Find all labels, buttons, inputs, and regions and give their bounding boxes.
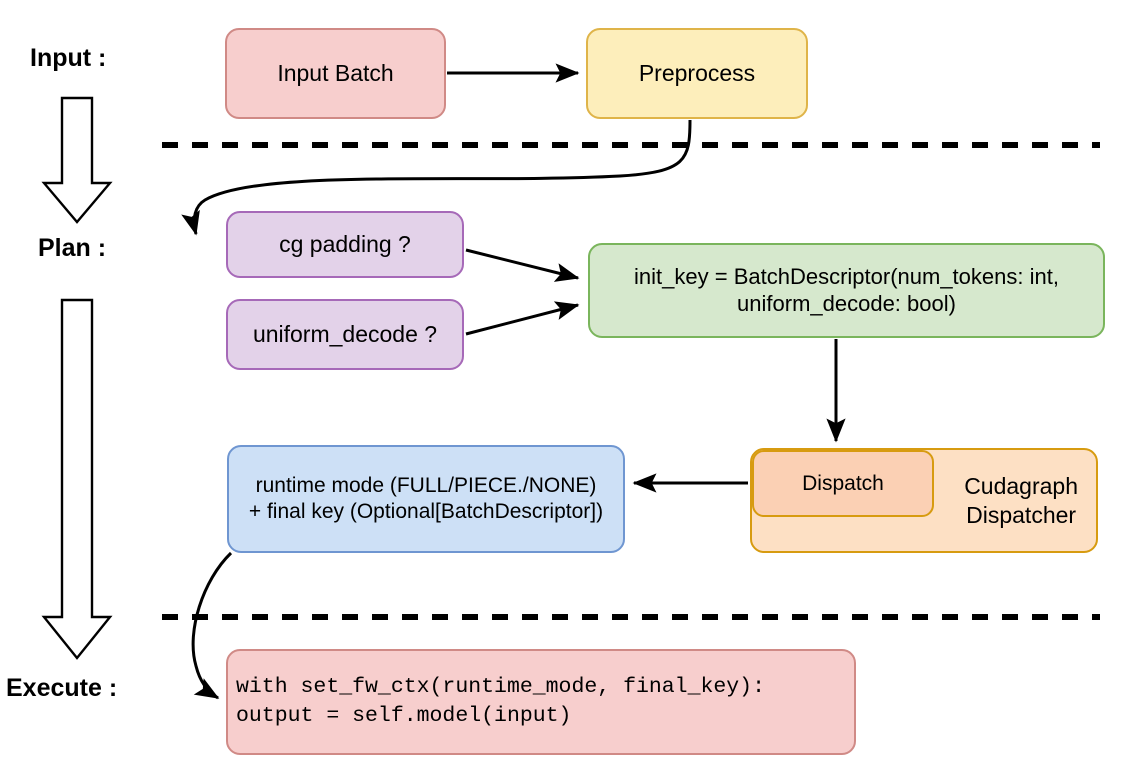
node-execute-code[interactable]: with set_fw_ctx(runtime_mode, final_key)…: [226, 649, 856, 755]
stage-label-input: Input :: [30, 44, 107, 72]
node-runtime-mode-label: runtime mode (FULL/PIECE./NONE) + final …: [248, 474, 604, 523]
node-cg-padding[interactable]: cg padding ?: [226, 211, 464, 278]
node-execute-code-label: with set_fw_ctx(runtime_mode, final_key)…: [236, 675, 765, 728]
node-preprocess[interactable]: Preprocess: [586, 28, 808, 119]
node-uniform-decode[interactable]: uniform_decode ?: [226, 299, 464, 370]
node-uniform-decode-label: uniform_decode ?: [252, 321, 438, 348]
node-dispatch-label: Dispatch: [802, 471, 884, 495]
node-cudagraph-dispatcher-label: Cudagraph Dispatcher: [964, 473, 1078, 528]
edge-uniform-decode-to-init-key: [465, 301, 580, 336]
edge-cg-padding-to-init-key: [465, 248, 580, 282]
stage-label-execute: Execute :: [6, 674, 118, 702]
node-runtime-mode[interactable]: runtime mode (FULL/PIECE./NONE) + final …: [227, 445, 625, 553]
node-dispatch[interactable]: Dispatch: [752, 450, 934, 517]
node-preprocess-label: Preprocess: [638, 60, 756, 87]
stage-label-plan: Plan :: [38, 234, 107, 262]
stage-arrow-plan-to-execute: [41, 298, 113, 660]
node-input-batch[interactable]: Input Batch: [225, 28, 446, 119]
stage-arrow-input-to-plan: [41, 96, 113, 224]
node-cg-padding-label: cg padding ?: [279, 231, 411, 258]
node-init-key-label: init_key = BatchDescriptor(num_tokens: i…: [634, 263, 1059, 316]
node-init-key[interactable]: init_key = BatchDescriptor(num_tokens: i…: [588, 243, 1105, 338]
node-input-batch-label: Input Batch: [277, 60, 394, 87]
